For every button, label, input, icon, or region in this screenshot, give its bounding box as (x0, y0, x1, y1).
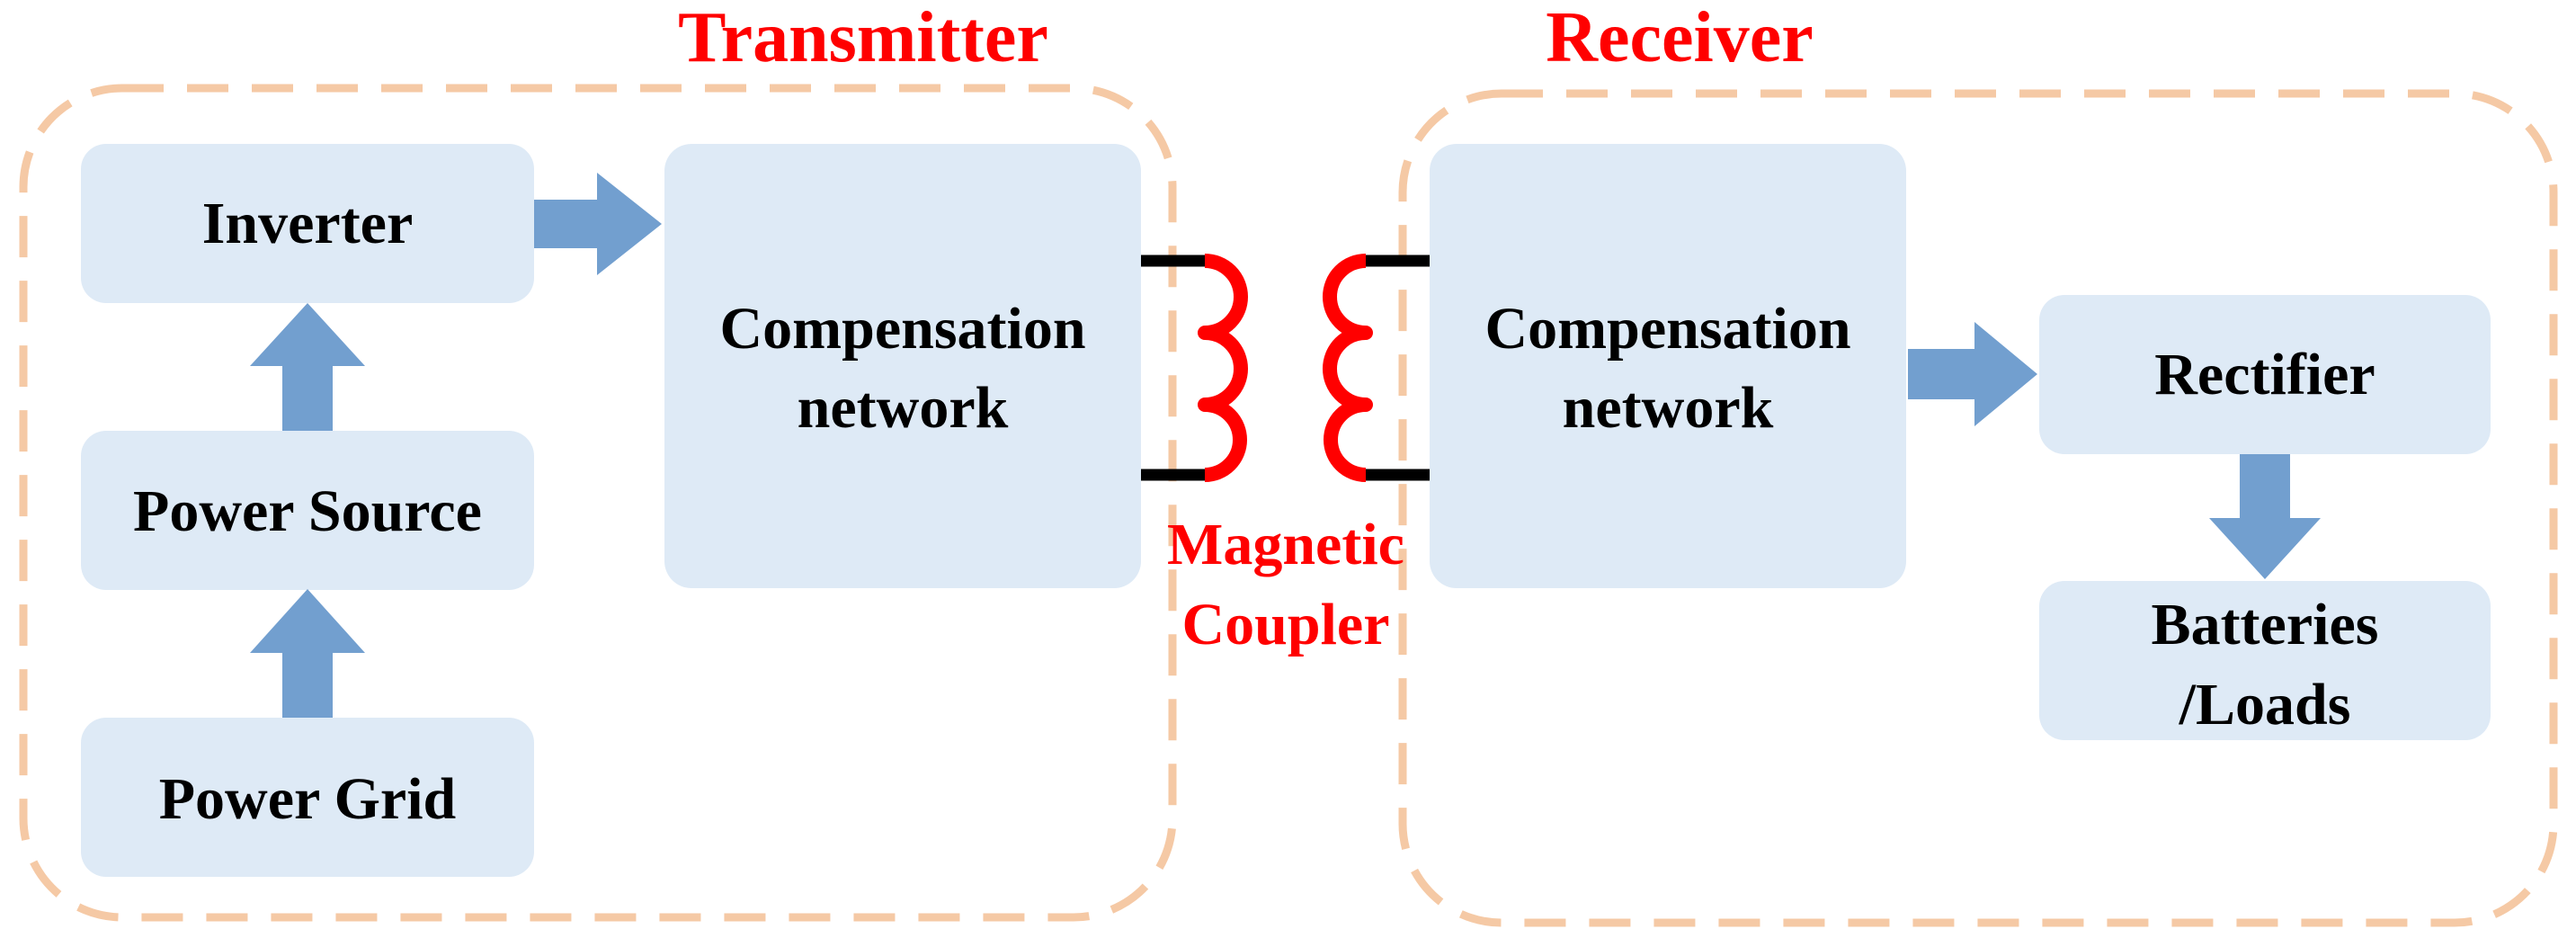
tx-compensation-box (664, 144, 1141, 588)
rx-compensation-box (1430, 144, 1906, 588)
receiver-title: Receiver (1546, 0, 1814, 77)
batteries-loads-box (2039, 581, 2491, 740)
arrow-power-grid-to-power-source (250, 589, 365, 718)
inverter-box (81, 144, 534, 303)
power-grid-label: Power Grid (159, 766, 457, 832)
rx-compensation-label-line2: network (1563, 375, 1774, 441)
arrow-power-source-to-inverter (250, 303, 365, 431)
arrow-inverter-to-compensation (534, 173, 662, 275)
power-grid-box (81, 718, 534, 877)
rectifier-box (2039, 295, 2491, 454)
power-grid-block: Power Grid (81, 718, 534, 877)
power-source-box (81, 431, 534, 590)
secondary-coil-winding (1323, 254, 1373, 482)
arrow-compensation-to-rectifier (1908, 322, 2037, 426)
batteries-loads-block: Batteries /Loads (2039, 581, 2491, 740)
inverter-label: Inverter (202, 191, 414, 256)
secondary-coil (1323, 254, 1430, 482)
rx-compensation-label-line1: Compensation (1484, 296, 1850, 362)
magnetic-coupler-label-line2: Coupler (1182, 592, 1390, 657)
transmitter-boundary (19, 84, 1177, 922)
power-source-block: Power Source (81, 431, 534, 590)
receiver-boundary (1398, 89, 2558, 927)
tx-compensation-label-line1: Compensation (719, 296, 1085, 362)
rectifier-block: Rectifier (2039, 295, 2491, 454)
rectifier-label: Rectifier (2154, 342, 2375, 407)
power-source-label: Power Source (133, 478, 482, 544)
transmitter-title: Transmitter (678, 0, 1048, 77)
primary-coil (1141, 254, 1248, 482)
magnetic-coupler-label-line1: Magnetic (1167, 512, 1404, 577)
arrow-rectifier-to-batteries (2209, 454, 2321, 579)
tx-compensation-label-line2: network (798, 375, 1009, 441)
tx-compensation-block: Compensation network (664, 144, 1141, 588)
batteries-loads-label-line2: /Loads (2179, 672, 2351, 737)
inverter-block: Inverter (81, 144, 534, 303)
primary-coil-winding (1198, 254, 1248, 482)
rx-compensation-block: Compensation network (1430, 144, 1906, 588)
batteries-loads-label-line1: Batteries (2152, 592, 2379, 657)
